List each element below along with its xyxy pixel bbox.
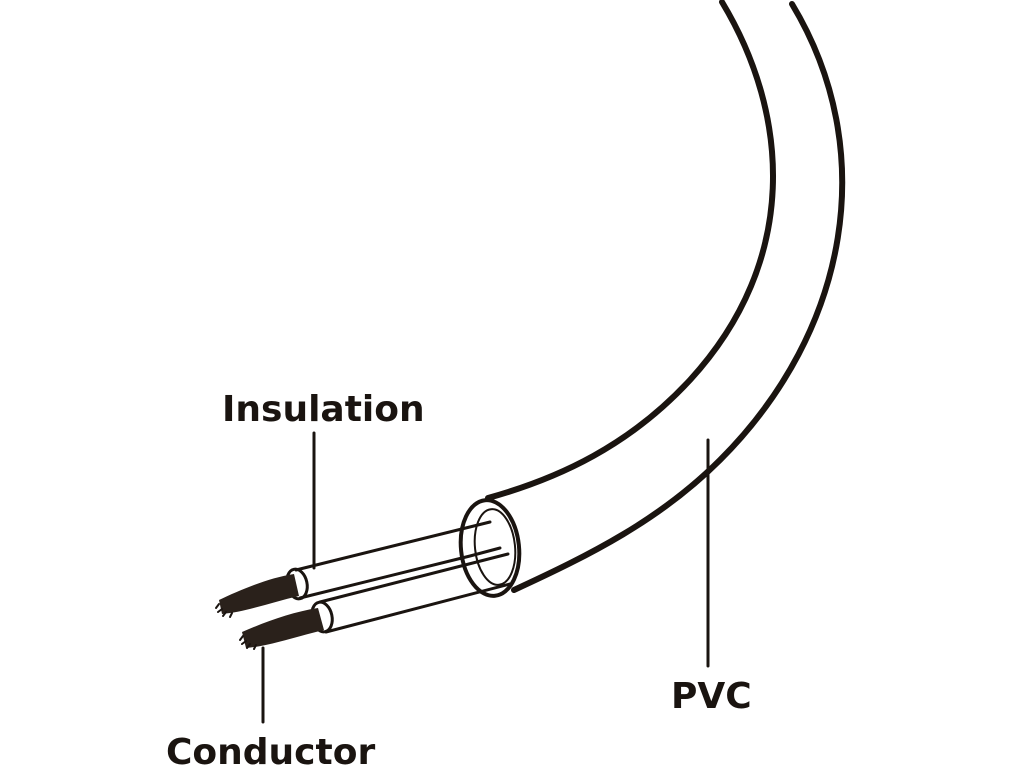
insulated-wire-lower [239, 552, 512, 650]
pvc-sheath-cut-end [458, 498, 522, 598]
wire-lower-bottom-edge [324, 582, 512, 634]
wire-upper-top-edge [294, 520, 492, 572]
wire-upper-conductor [219, 574, 299, 614]
pvc-sheath-inner-edge [485, 0, 776, 501]
pvc-sheath-inner-wall [473, 508, 517, 586]
pvc-sheath-outer-edge [511, 1, 846, 593]
wire-lower-top-edge [318, 552, 510, 604]
conductor-label: Conductor [166, 732, 375, 768]
wire-lower-conductor [242, 608, 324, 648]
insulation-label: Insulation [222, 389, 425, 430]
pvc-label: PVC [671, 676, 752, 717]
wire-upper-strand-tips [215, 603, 233, 618]
insulated-wire-upper [215, 520, 502, 618]
wire-upper-bottom-edge [298, 546, 502, 600]
wire-lower-strand-tips [239, 635, 257, 650]
pvc-sheath [458, 0, 846, 598]
